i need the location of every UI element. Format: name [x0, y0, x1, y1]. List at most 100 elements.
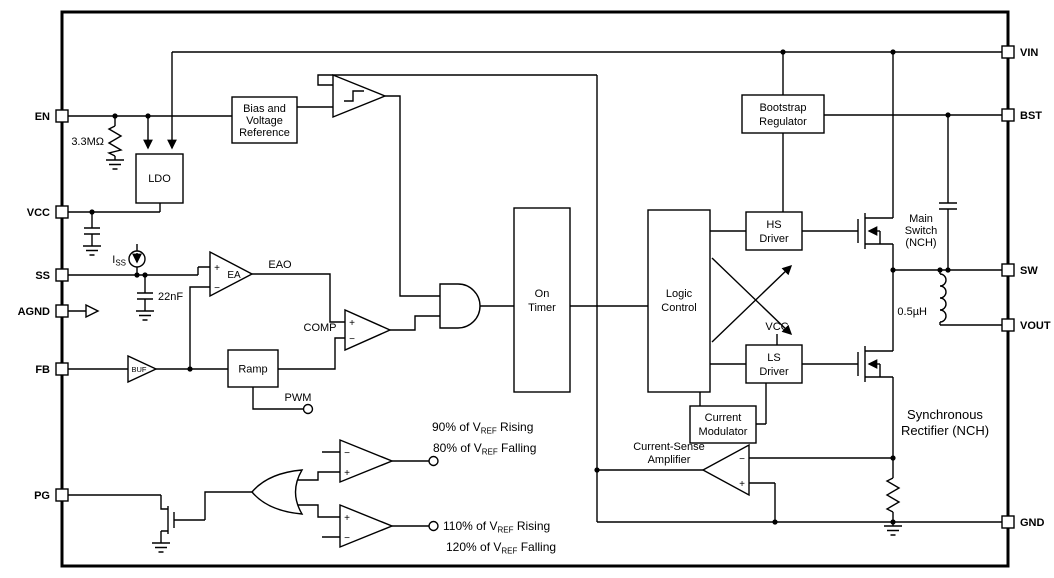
capacitor-bootstrap-icon: [939, 202, 957, 210]
agnd-arrow-icon: [85, 303, 100, 319]
block-current-modulator: Current Modulator: [689, 405, 757, 444]
pg-comparator-high-icon: [339, 438, 394, 484]
pin-fb: [55, 362, 69, 376]
hysteresis-icon: [344, 90, 364, 102]
block-ldo: LDO: [135, 153, 184, 204]
pg-low-minus-mark: −: [344, 533, 350, 544]
inductor-icon: [939, 273, 947, 323]
block-label: Driver: [759, 366, 789, 378]
pwm-comparator-icon: [344, 308, 392, 352]
label-pwm: PWM: [285, 392, 312, 404]
pin-label-vout: VOUT: [1020, 320, 1051, 332]
block-hs-driver: HS Driver: [745, 211, 803, 251]
or-gate-icon: [251, 469, 304, 515]
pin-label-vin: VIN: [1020, 47, 1038, 59]
label-main-switch: (NCH): [905, 237, 936, 249]
label-main-switch: Switch: [905, 225, 937, 237]
pg-low-terminal: [428, 520, 439, 532]
wires: [68, 51, 1002, 543]
block-label: Timer: [528, 302, 556, 314]
ea-minus-mark: −: [214, 283, 220, 294]
pins-right: VIN BST SW VOUT GND: [1001, 45, 1051, 529]
cs-plus-mark: +: [739, 479, 745, 490]
block-logic-control: Logic Control: [647, 209, 711, 393]
block-label: On: [535, 288, 550, 300]
label-vcc-node: VCC: [765, 321, 788, 333]
pin-sw: [1001, 263, 1015, 277]
block-label: Reference: [239, 127, 290, 139]
mosfet-main-switch-icon: [857, 213, 881, 249]
block-label: HS: [766, 219, 781, 231]
label-main-switch: Main: [909, 213, 933, 225]
pin-en: [55, 109, 69, 123]
block-label: Bias and: [243, 103, 286, 115]
pg-high-plus-mark: +: [344, 468, 350, 479]
pin-agnd: [55, 304, 69, 318]
pg-high-terminal: [428, 455, 439, 467]
block-on-timer: On Timer: [513, 207, 571, 393]
label-cs-amplifier: Amplifier: [648, 454, 691, 466]
block-label: Modulator: [699, 426, 748, 438]
label-iss: ISS: [112, 254, 126, 268]
pin-gnd: [1001, 515, 1015, 529]
pin-label-bst: BST: [1020, 110, 1042, 122]
block-label: Bootstrap: [759, 102, 806, 114]
block-bias-voltage-reference: Bias and Voltage Reference: [231, 96, 298, 144]
and-gate-icon: [439, 283, 481, 329]
pin-label-fb: FB: [35, 364, 50, 376]
mosfet-pg-icon: [167, 506, 175, 534]
pwm-terminal: [302, 403, 314, 415]
label-cs-amplifier: Current-Sense: [633, 441, 705, 453]
ea-plus-mark: +: [214, 263, 220, 274]
mosfet-sync-rectifier-icon: [857, 346, 881, 382]
pin-ss: [55, 268, 69, 282]
block-label: Voltage: [246, 115, 283, 127]
pin-pg: [55, 488, 69, 502]
label-en-resistor: 3.3MΩ: [71, 136, 104, 148]
pin-label-en: EN: [35, 111, 50, 123]
fb-buffer-icon: [127, 354, 158, 384]
resistor-current-sense-icon: [885, 477, 901, 513]
block-label: LS: [767, 352, 780, 364]
label-sync-rectifier: Synchronous: [907, 407, 983, 422]
label-inductor: 0.5µH: [897, 306, 927, 318]
label-buf: BUF: [132, 365, 147, 374]
pins-left: EN VCC SS AGND FB PG: [18, 109, 69, 502]
current-sense-amplifier-icon: [701, 443, 750, 497]
cs-minus-mark: −: [739, 454, 745, 465]
label-sync-rectifier: Rectifier (NCH): [901, 423, 989, 438]
pg-low-plus-mark: +: [344, 513, 350, 524]
pg-high-minus-mark: −: [344, 448, 350, 459]
label-threshold-90: 90% of VREF Rising: [432, 420, 533, 436]
pg-comparator-low-icon: [339, 503, 394, 549]
label-threshold-110: 110% of VREF Rising: [443, 519, 550, 535]
pin-bst: [1001, 108, 1015, 122]
label-ss-capacitor: 22nF: [158, 291, 183, 303]
pin-label-sw: SW: [1020, 265, 1038, 277]
block-label: Current: [705, 412, 742, 424]
label-comp: COMP: [304, 322, 337, 334]
junction-dots: [89, 49, 951, 525]
block-label: Logic: [666, 288, 693, 300]
pin-vin: [1001, 45, 1015, 59]
current-source-iss-icon: [128, 250, 146, 268]
block-label: Driver: [759, 233, 789, 245]
block-bootstrap-regulator: Bootstrap Regulator: [741, 94, 825, 134]
label-eao: EAO: [268, 259, 292, 271]
block-ls-driver: LS Driver: [745, 344, 803, 384]
pin-label-gnd: GND: [1020, 517, 1045, 529]
label-threshold-80: 80% of VREF Falling: [433, 441, 536, 457]
block-label: LDO: [148, 173, 171, 185]
hysteretic-comparator-icon: [332, 73, 387, 119]
pwm-comp-minus-mark: −: [349, 334, 355, 345]
ground-icons: [83, 159, 902, 553]
capacitor-ss-icon: [137, 292, 153, 300]
block-label: Regulator: [759, 116, 807, 128]
label-threshold-120: 120% of VREF Falling: [446, 540, 556, 556]
block-ramp: Ramp: [227, 349, 279, 388]
resistor-en-icon: [106, 125, 123, 157]
pin-label-pg: PG: [34, 490, 50, 502]
pwm-comp-plus-mark: +: [349, 318, 355, 329]
pin-label-ss: SS: [35, 270, 50, 282]
